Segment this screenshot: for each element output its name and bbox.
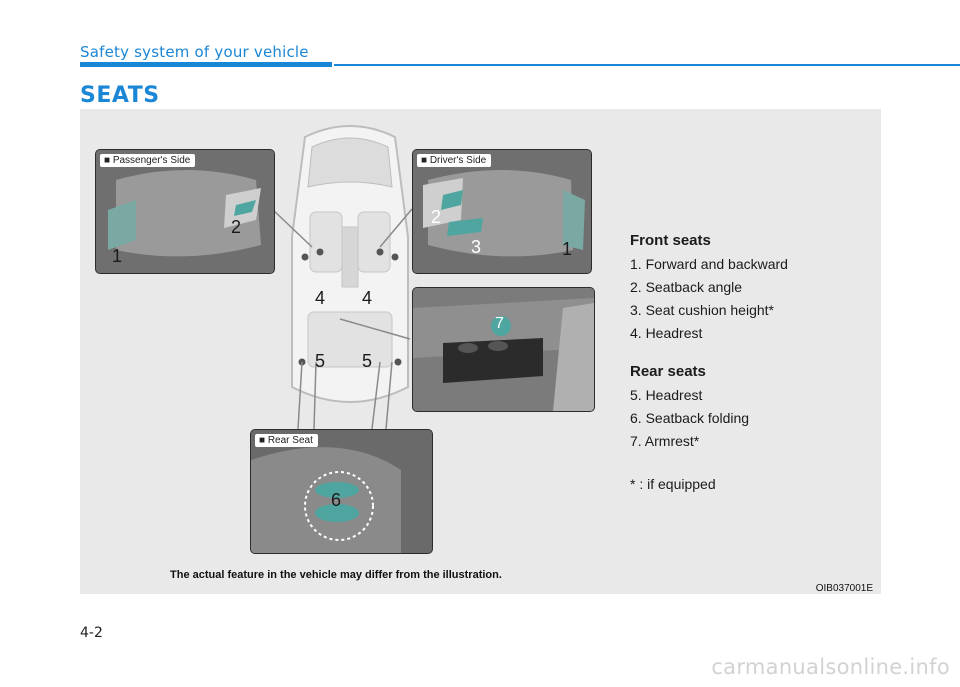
callout-1-driver: 1 [562, 239, 573, 259]
legend-item: 3. Seat cushion height* [630, 302, 774, 318]
header-accent-bar [80, 62, 332, 67]
callout-4-left: 4 [315, 288, 326, 308]
passenger-side-label: ■ Passenger's Side [100, 154, 196, 167]
callout-5-left: 5 [315, 351, 326, 371]
car-top-view [291, 125, 409, 403]
watermark: carmanualsonline.info [711, 655, 950, 679]
legend-item: 7. Armrest* [630, 433, 700, 449]
figure-code: OIB037001E [815, 583, 873, 594]
rear-seat-panel: ■ Rear Seat [250, 429, 433, 554]
seats-illustration: ■ Passenger's Side 1 2 ■ Driver's Side 2… [80, 109, 881, 594]
callout-5-right: 5 [362, 351, 373, 371]
legend-footnote: * : if equipped [630, 476, 716, 492]
driver-side-panel: ■ Driver's Side [412, 149, 592, 274]
rear-seat-image [251, 430, 432, 553]
driver-side-label: ■ Driver's Side [417, 154, 492, 167]
armrest-callout-circle [491, 316, 511, 336]
legend-item: 5. Headrest [630, 387, 703, 403]
header-rule [334, 64, 960, 66]
passenger-seat-image [96, 150, 274, 273]
armrest-panel [412, 287, 595, 412]
page-title: SEATS [80, 83, 160, 108]
armrest-image [413, 288, 594, 411]
seat-legend: Front seats 1. Forward and backward 2. S… [630, 232, 870, 492]
callout-3-driver: 3 [471, 237, 482, 257]
legend-item: 4. Headrest [630, 325, 703, 341]
callout-7: 7 [495, 315, 504, 332]
rear-seats-heading: Rear seats [630, 363, 706, 380]
callout-1-passenger: 1 [112, 246, 123, 266]
callout-2-driver: 2 [431, 207, 442, 227]
illustration-disclaimer: The actual feature in the vehicle may di… [170, 569, 502, 581]
legend-item: 1. Forward and backward [630, 256, 788, 272]
legend-item: 6. Seatback folding [630, 410, 750, 426]
section-header: Safety system of your vehicle [80, 43, 309, 61]
leader-lines [271, 208, 413, 430]
passenger-side-panel: ■ Passenger's Side [95, 149, 275, 274]
callout-2-passenger: 2 [231, 217, 242, 237]
callout-4-right: 4 [362, 288, 373, 308]
rear-seat-label: ■ Rear Seat [255, 434, 318, 447]
callout-6: 6 [331, 490, 342, 510]
page-number: 4-2 [80, 625, 103, 641]
legend-item: 2. Seatback angle [630, 279, 743, 295]
front-seats-heading: Front seats [630, 232, 711, 249]
driver-seat-image [413, 150, 591, 273]
